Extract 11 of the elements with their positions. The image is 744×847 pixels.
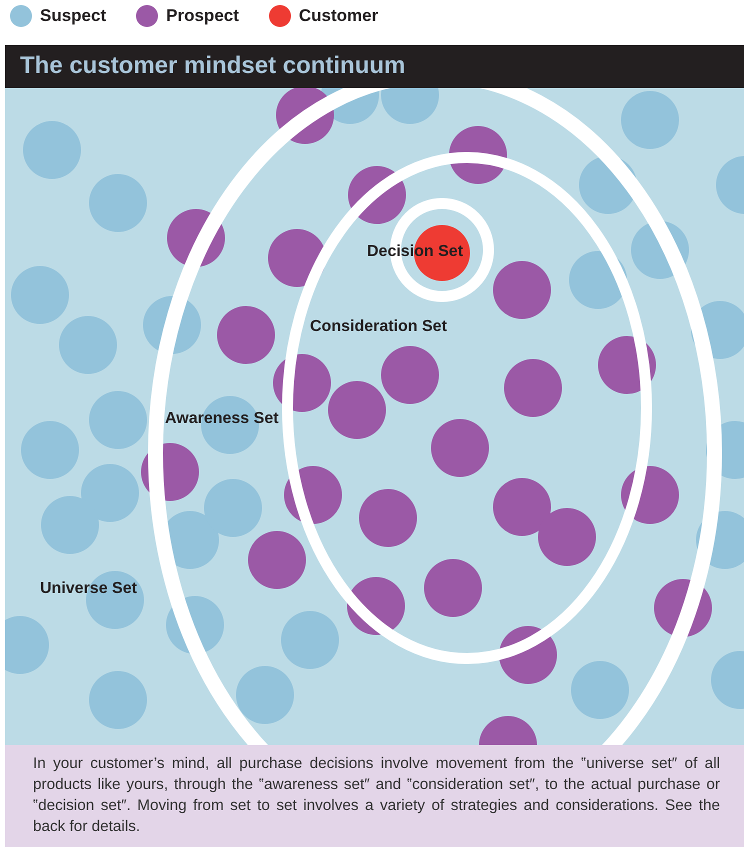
legend-label: Suspect (40, 6, 106, 26)
consideration-set-ring (282, 152, 652, 664)
set-label: Awareness Set (165, 410, 279, 428)
set-label: Universe Set (40, 580, 137, 598)
caption: In your customer’s mind, all purchase decisions involve movement from the ‟universe set″ of all products like yours, through the ‟awareness set″ and ‟consideration set″, to the actual purchase or ‟decision set″. Moving from set to set involves a variety of strategies and considerations. See the back for details. (33, 754, 720, 837)
legend-label: Customer (298, 6, 378, 26)
title: The customer mindset continuum (20, 52, 406, 80)
awareness-set-ring (148, 88, 722, 745)
set-label: Consideration Set (310, 318, 447, 336)
legend-label: Prospect (166, 6, 239, 26)
universe-set-panel (5, 88, 744, 745)
